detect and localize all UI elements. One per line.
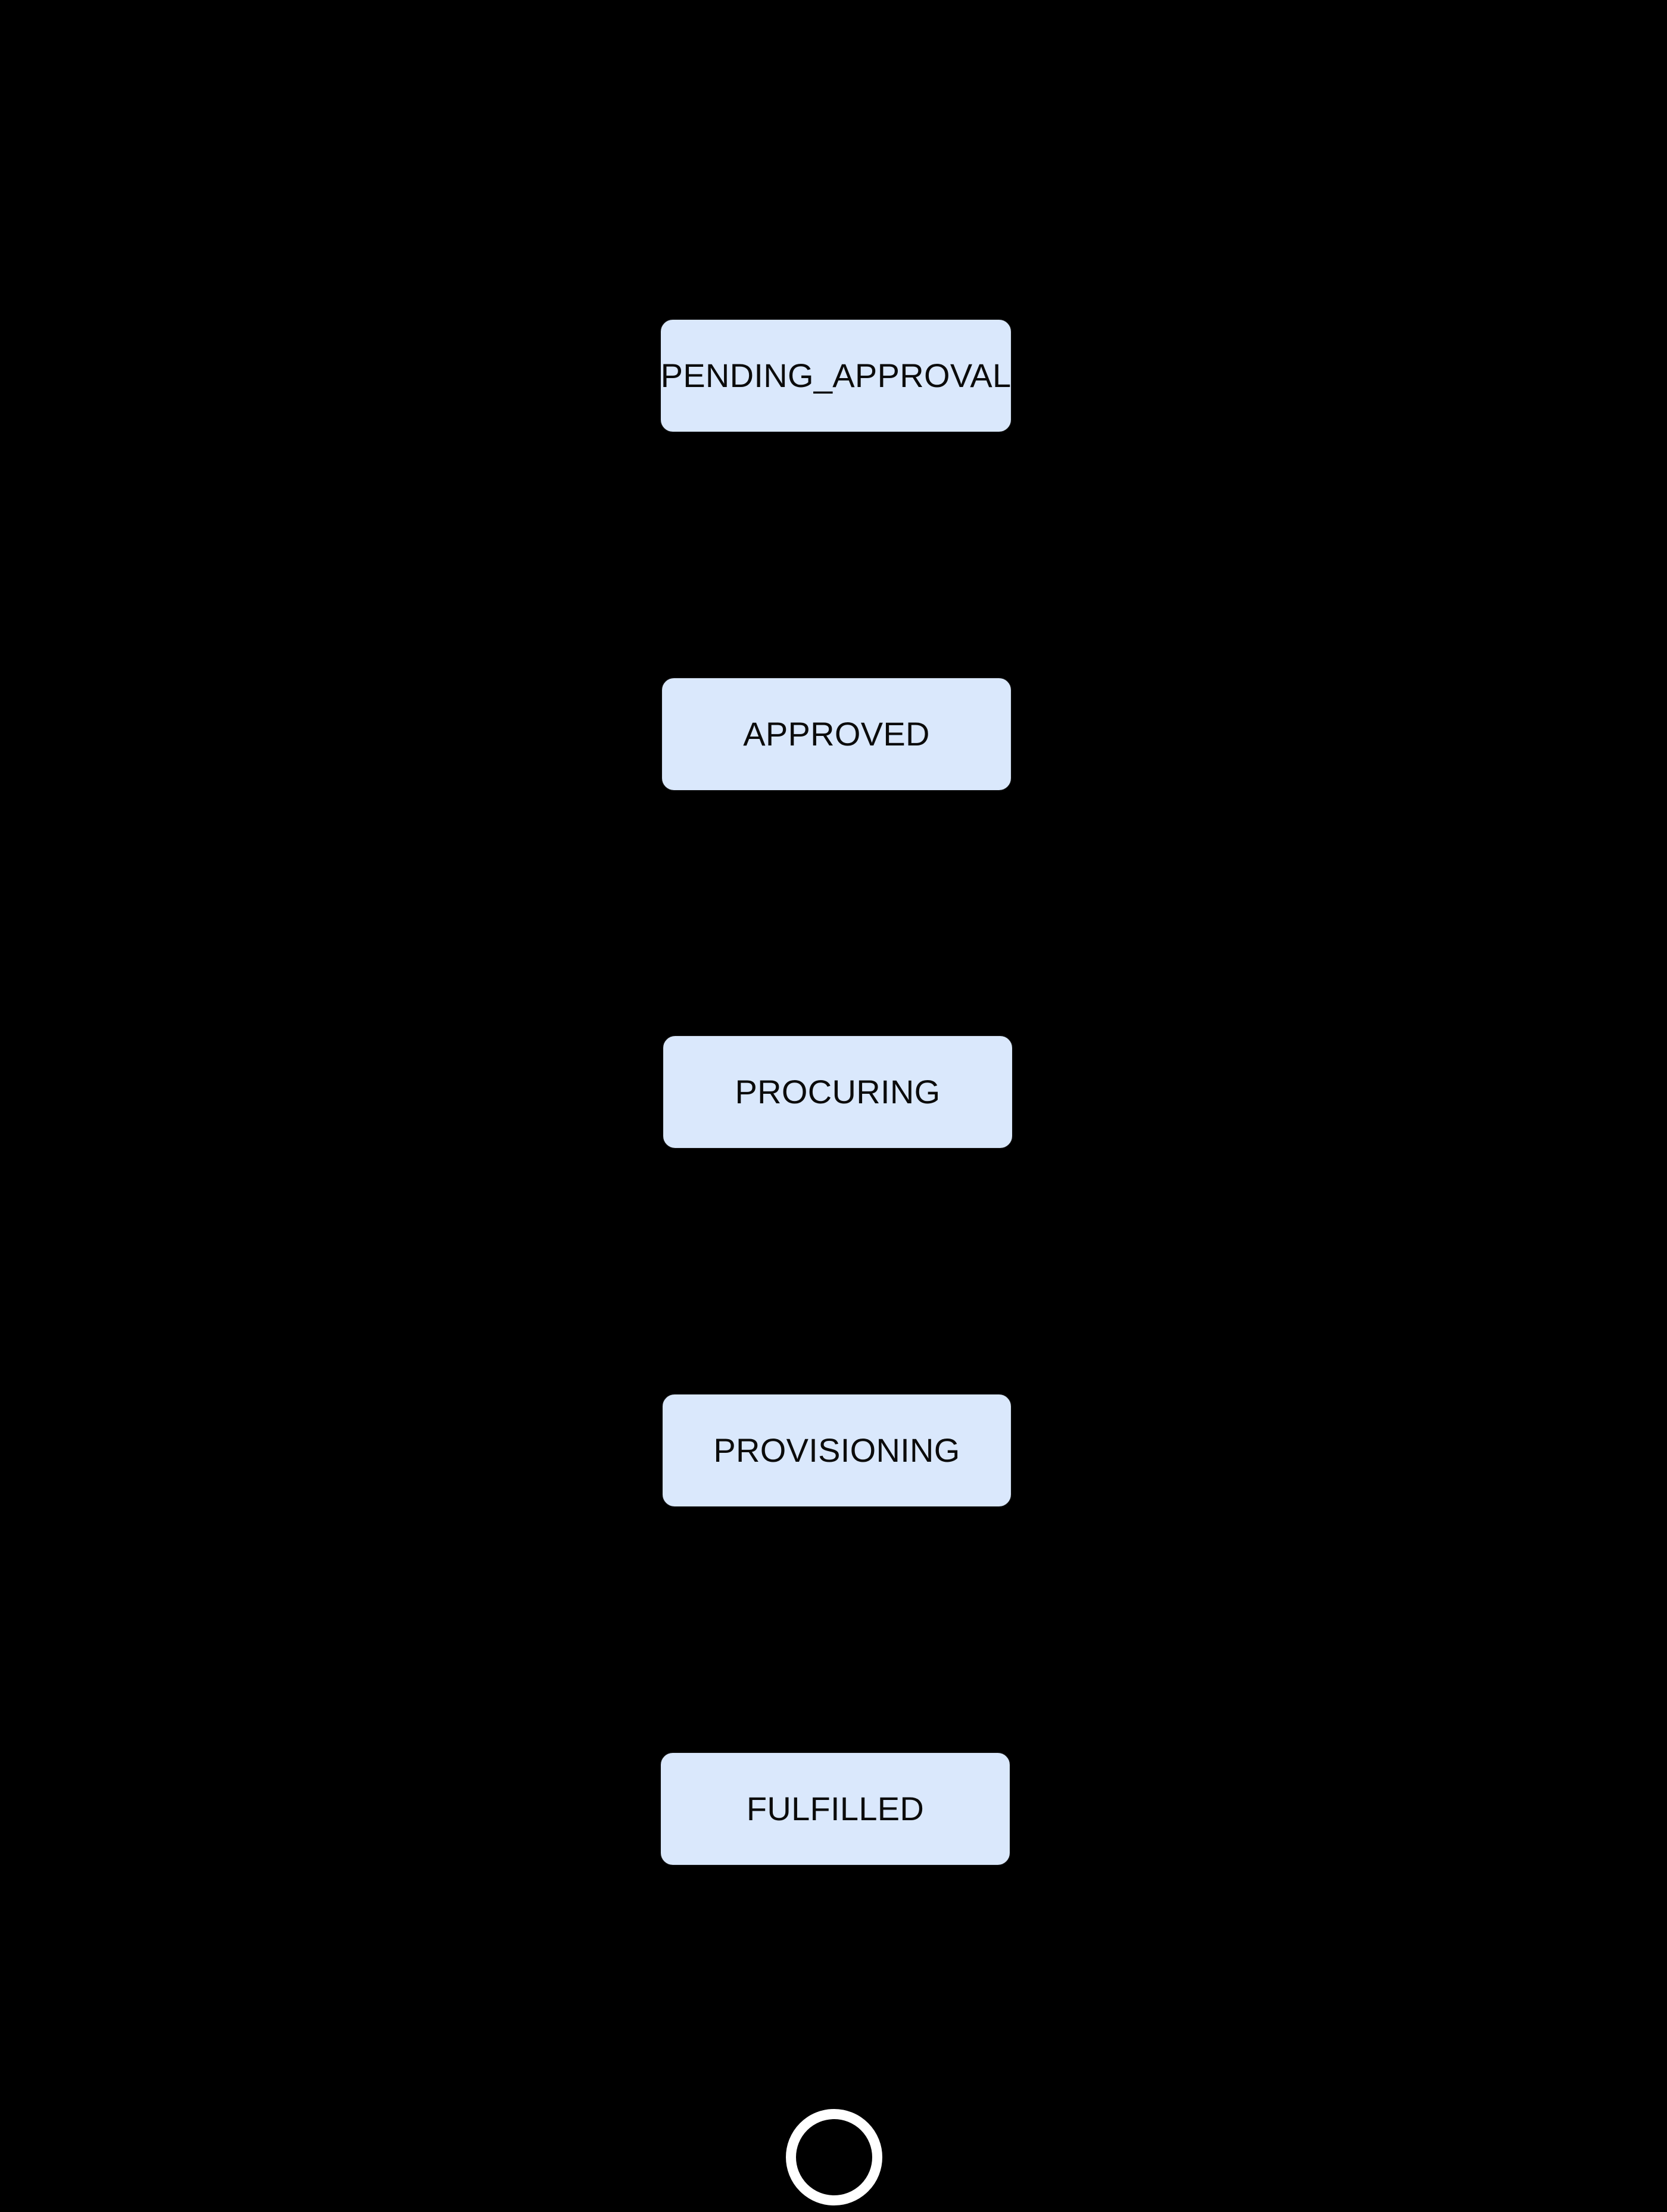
state-label-fulfilled: FULFILLED [746, 1790, 925, 1827]
final-state-ring-icon[interactable] [786, 2109, 882, 2205]
state-label-procuring: PROCURING [735, 1073, 941, 1110]
state-label-provisioning: PROVISIONING [713, 1431, 960, 1469]
state-label-pending-approval: PENDING_APPROVAL [660, 357, 1012, 394]
state-node-approved[interactable]: APPROVED [661, 677, 1012, 791]
state-node-fulfilled[interactable]: FULFILLED [660, 1752, 1011, 1866]
state-node-provisioning[interactable]: PROVISIONING [661, 1393, 1012, 1508]
state-node-procuring[interactable]: PROCURING [662, 1035, 1013, 1149]
state-node-pending-approval[interactable]: PENDING_APPROVAL [660, 319, 1012, 433]
state-label-approved: APPROVED [743, 715, 930, 753]
